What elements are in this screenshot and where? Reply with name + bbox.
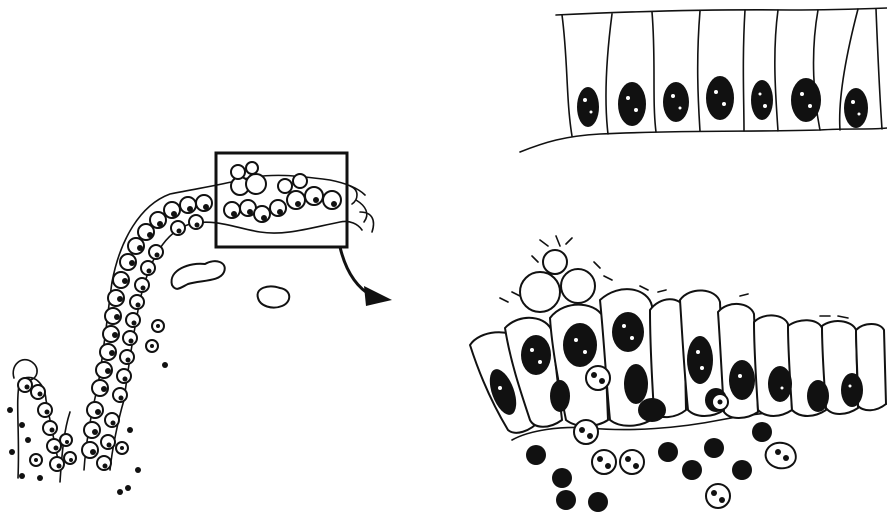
subepithelial-cells bbox=[526, 422, 796, 512]
mucus-fragment bbox=[172, 261, 225, 289]
inflamed-epithelium-panel bbox=[470, 236, 887, 512]
overview-cells-left-fold bbox=[13, 360, 76, 471]
apical-surface bbox=[556, 8, 887, 15]
arrow-right-icon bbox=[340, 247, 392, 306]
overview-panel bbox=[7, 153, 392, 495]
normal-epithelium-panel bbox=[520, 8, 887, 152]
cell-debris-fragment bbox=[258, 286, 290, 307]
overview-cells-left-limb bbox=[82, 195, 212, 470]
basement-membrane-normal bbox=[520, 128, 887, 152]
columnar-cells bbox=[562, 9, 882, 136]
